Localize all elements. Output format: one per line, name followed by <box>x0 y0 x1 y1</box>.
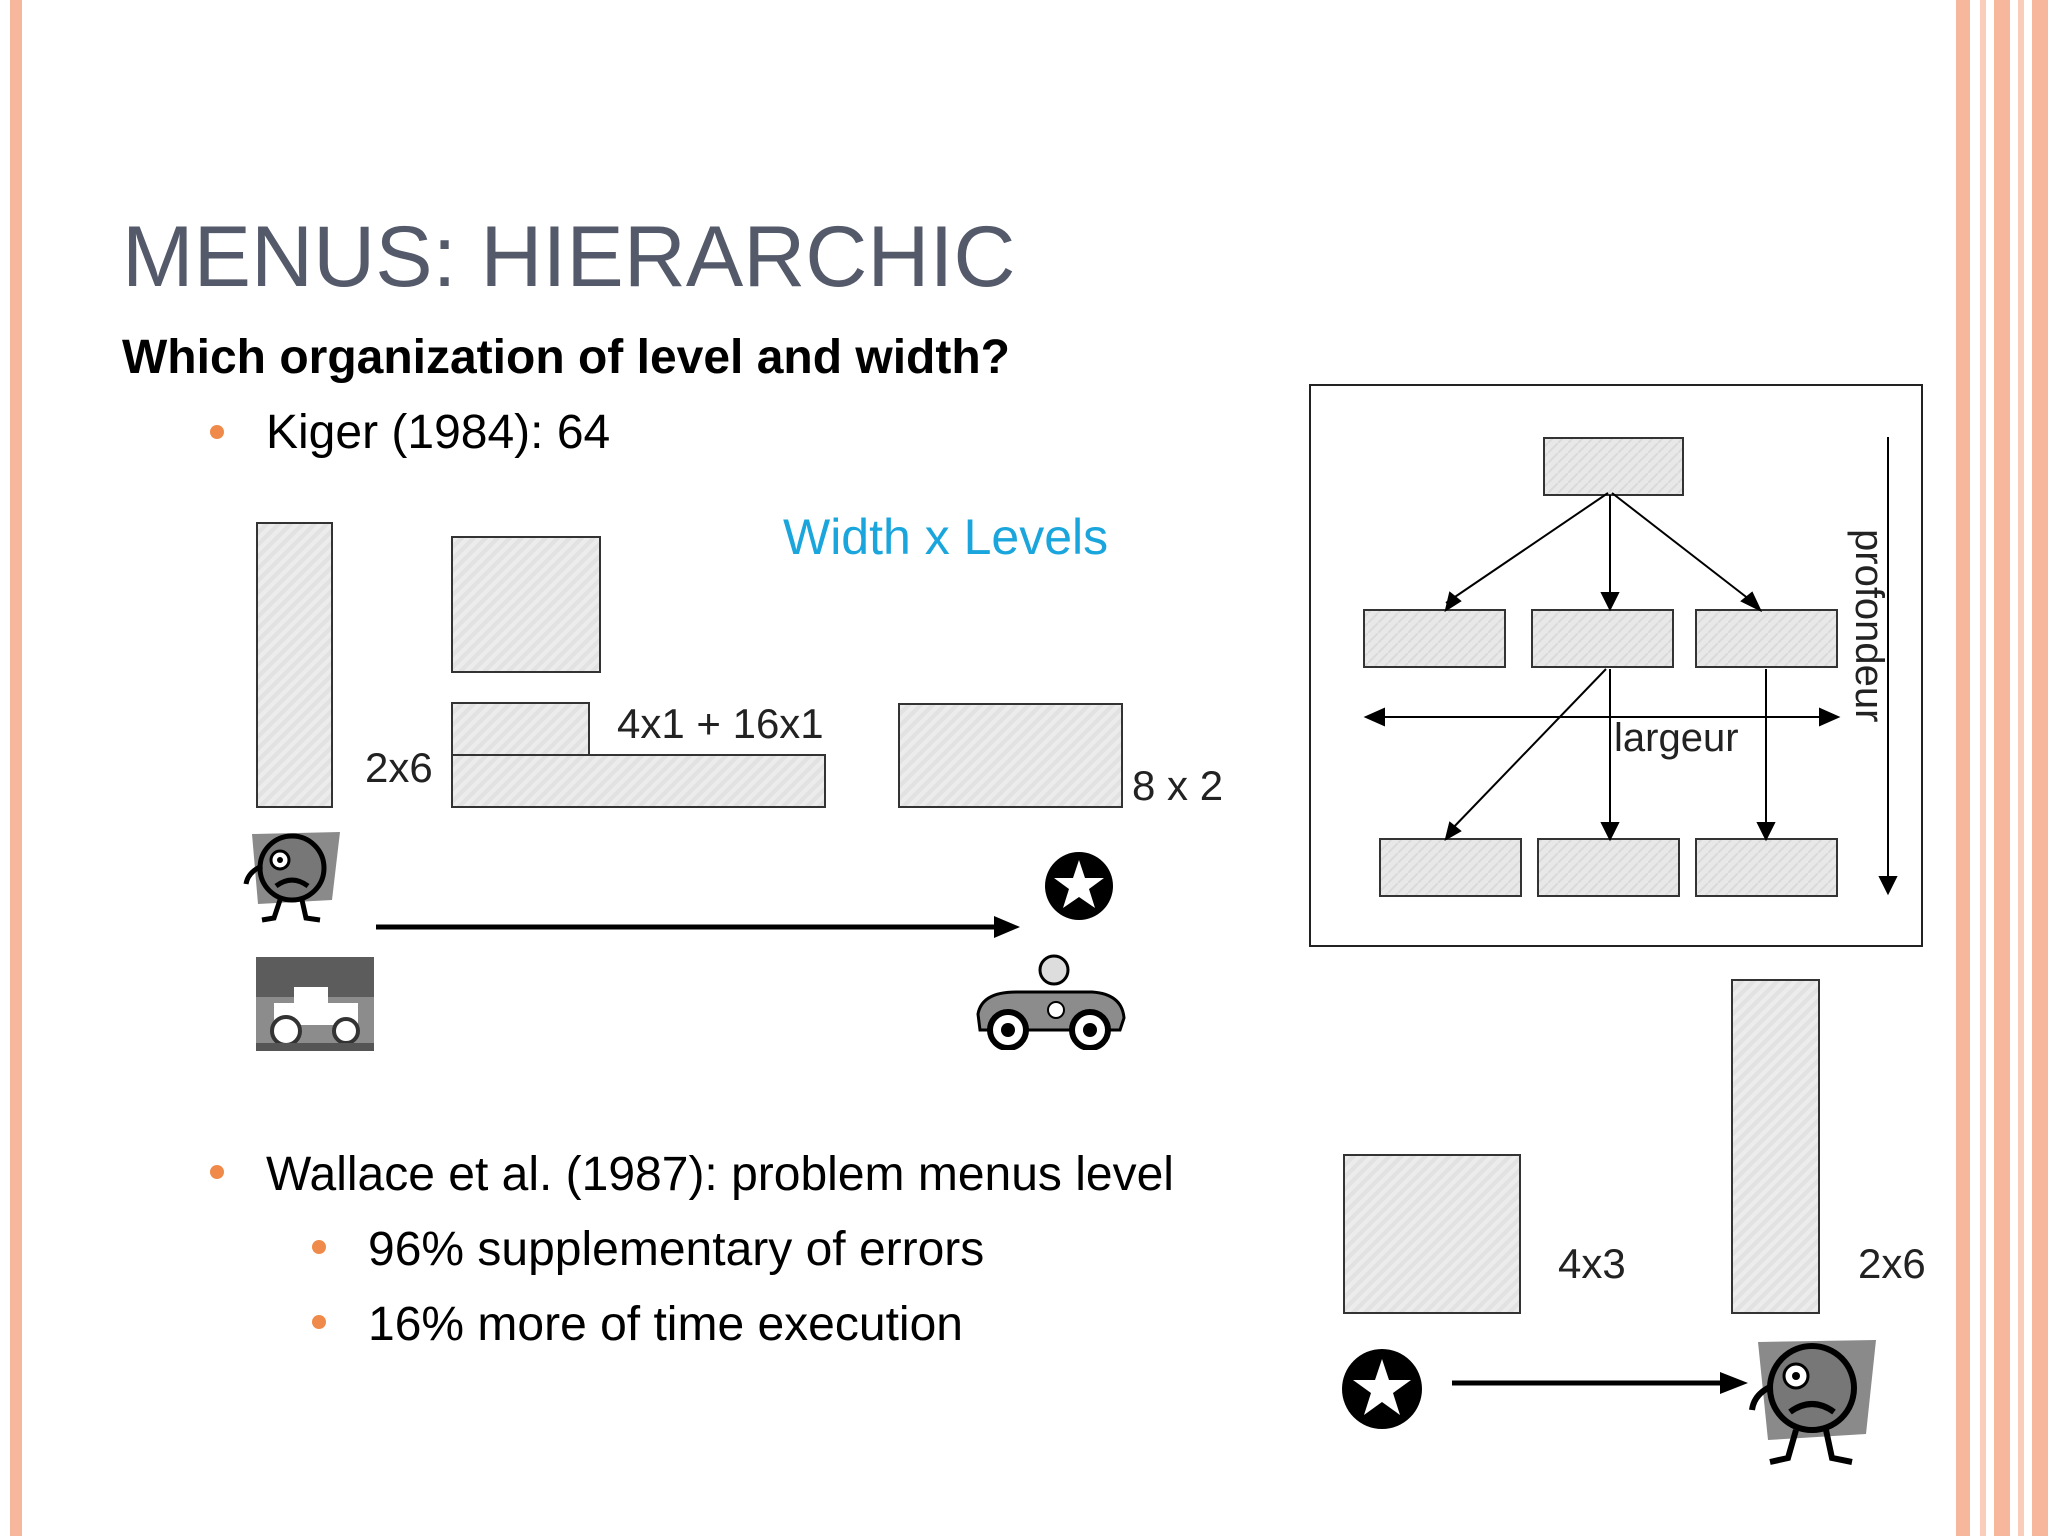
bullet-dot <box>210 1165 224 1179</box>
tree-root-node <box>1543 437 1684 496</box>
label-8x2: 8 x 2 <box>1132 762 1224 809</box>
race-car-icon <box>976 954 1126 1050</box>
star-icon <box>1342 1349 1422 1429</box>
tractor-icon <box>256 957 374 1051</box>
right-border-strip-5 <box>2032 0 2048 1536</box>
slide-title: MENUS: HIERARCHIC <box>122 209 1016 305</box>
label-4x1-16x1: 4x1 + 16x1 <box>617 700 824 747</box>
label-4x3: 4x3 <box>1558 1240 1626 1287</box>
right-border-strip-4 <box>2018 0 2024 1536</box>
menu-block-2x6 <box>1731 979 1820 1314</box>
largeur-label: largeur <box>1614 716 1739 760</box>
star-icon <box>1045 852 1113 920</box>
sad-face-icon <box>243 832 340 923</box>
tree-level3-node <box>1537 838 1680 897</box>
bullet-errors: 96% supplementary of errors <box>368 1223 985 1276</box>
tree-level3-node <box>1695 838 1838 897</box>
menu-block-small <box>451 702 590 756</box>
right-border-strip-2 <box>1980 0 1986 1536</box>
sad-face-icon <box>1749 1340 1876 1465</box>
menu-block-square <box>451 536 601 673</box>
label-2x6-right: 2x6 <box>1858 1240 1926 1287</box>
arrow-right-icon <box>1452 1372 1748 1394</box>
tree-level3-node <box>1379 838 1522 897</box>
label-2x6: 2x6 <box>365 744 433 791</box>
bullet-time: 16% more of time execution <box>368 1298 963 1351</box>
menu-block-wide <box>898 703 1123 808</box>
slide-subtitle: Which organization of level and width? <box>122 331 1010 384</box>
menu-block-4x3 <box>1343 1154 1521 1314</box>
arrow-right-icon <box>376 916 1020 938</box>
bullet-kiger: Kiger (1984): 64 <box>266 406 611 459</box>
profondeur-label: profondeur <box>1847 529 1891 722</box>
menu-block-tall <box>256 522 333 808</box>
menu-block-long <box>451 754 826 808</box>
right-border-strip-1 <box>1956 0 1970 1536</box>
sub-bullet-dot <box>312 1240 326 1254</box>
tree-level2-node <box>1363 609 1506 668</box>
tree-level2-node <box>1695 609 1838 668</box>
right-border-strip-3 <box>1994 0 2010 1536</box>
left-border-strip <box>10 0 22 1536</box>
bullet-dot <box>210 425 224 439</box>
bullet-wallace: Wallace et al. (1987): problem menus lev… <box>266 1148 1174 1201</box>
hierarchy-diagram: largeur profondeur <box>1309 384 1923 947</box>
tree-level2-node <box>1531 609 1674 668</box>
width-levels-heading: Width x Levels <box>783 509 1109 565</box>
sub-bullet-dot <box>312 1315 326 1329</box>
